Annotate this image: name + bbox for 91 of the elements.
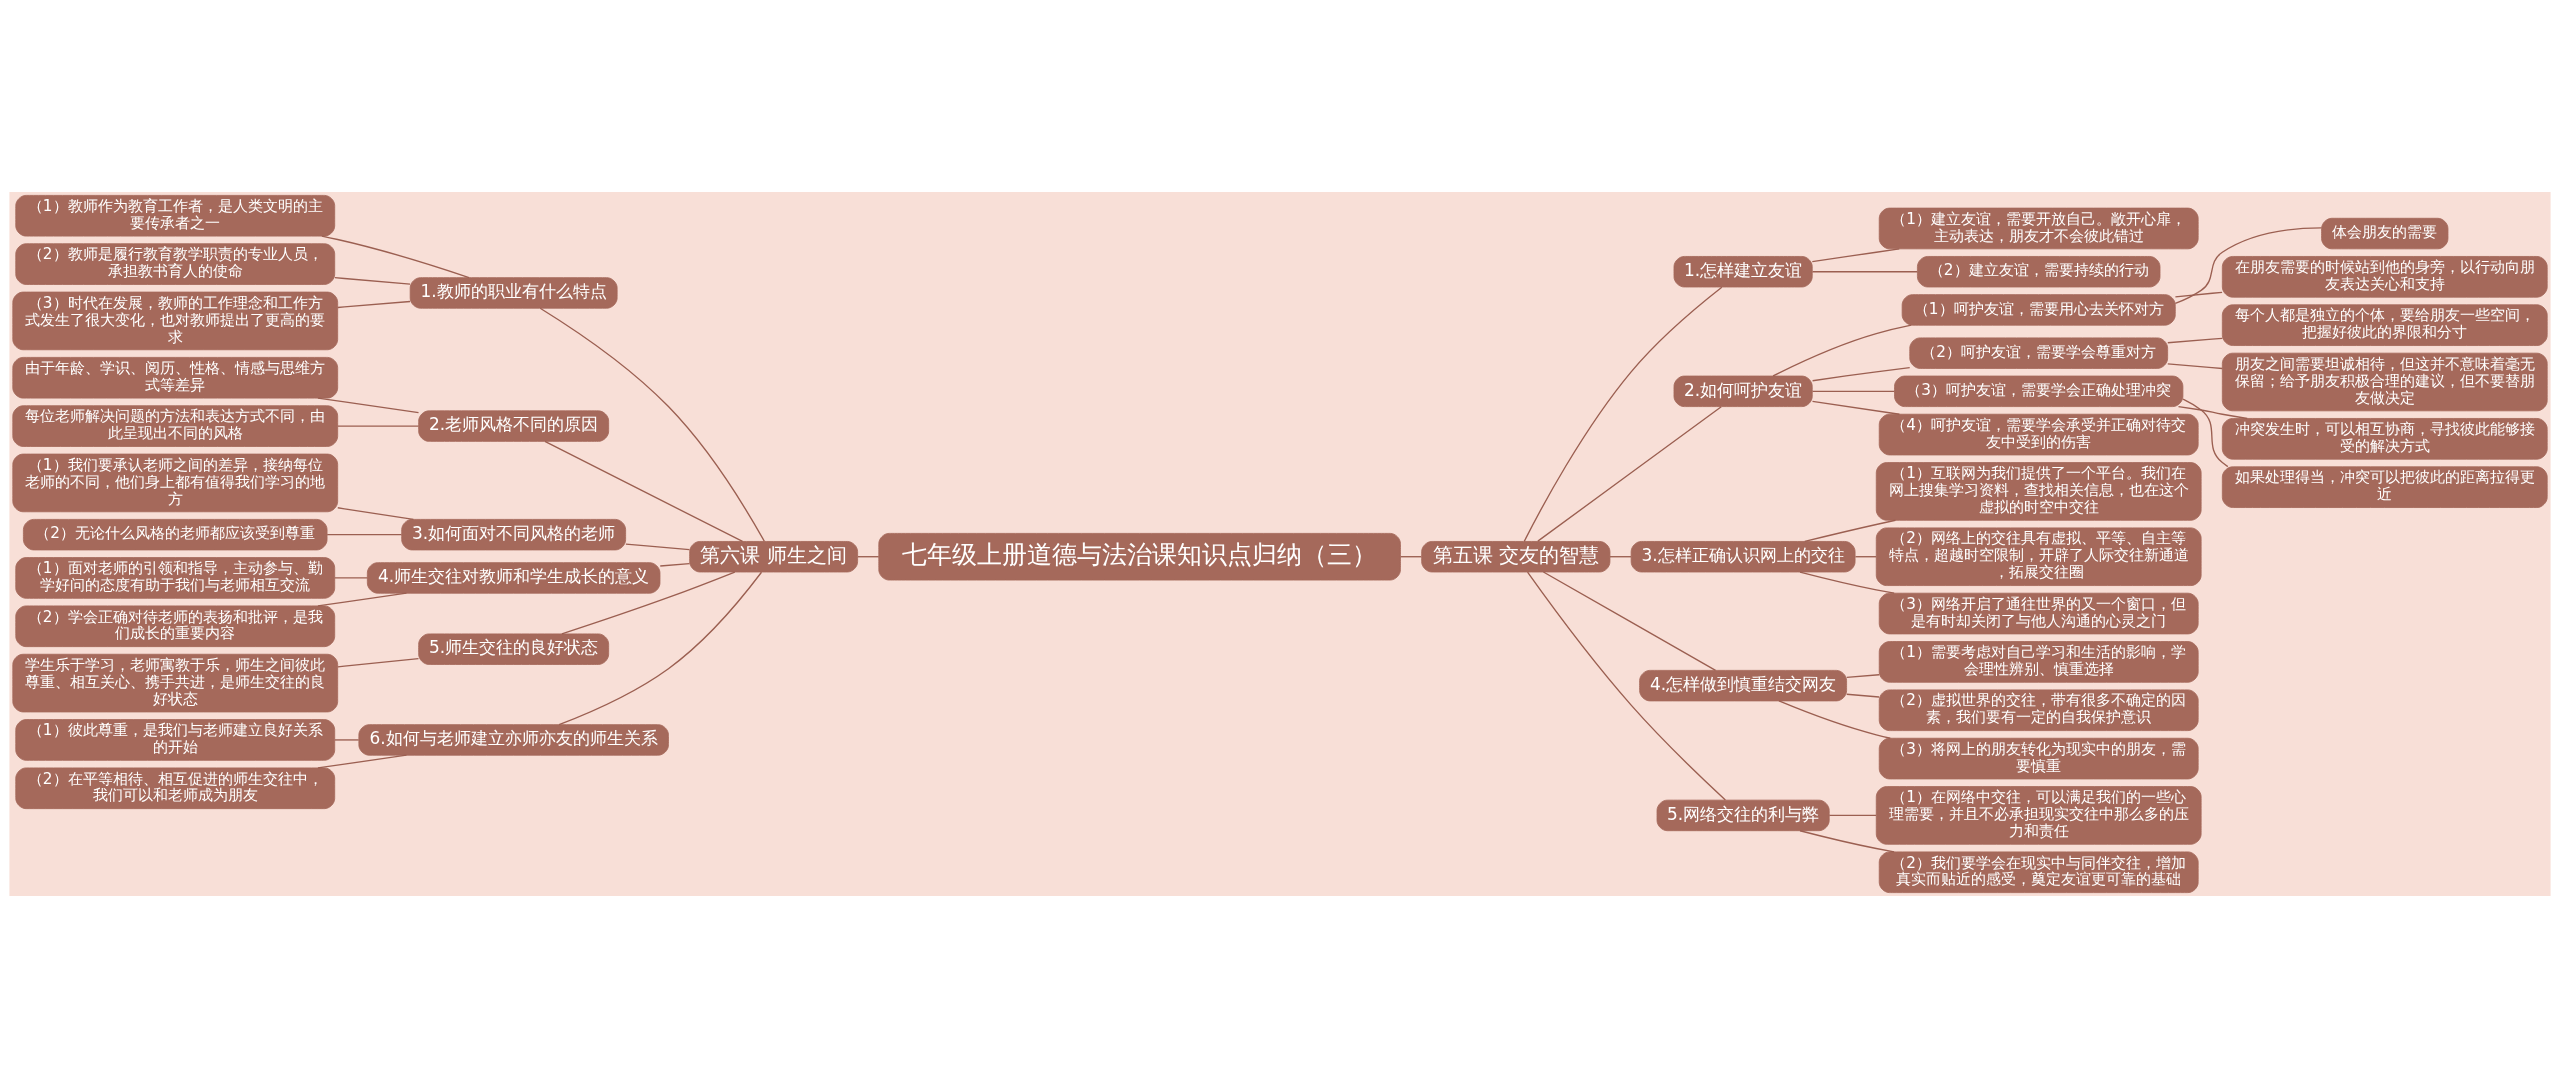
connector xyxy=(337,507,415,521)
node-box: （2）无论什么风格的老师都应该受到尊重 xyxy=(22,518,328,551)
connector xyxy=(2174,227,2323,305)
connector xyxy=(1799,830,1895,853)
node-box: （1）建立友谊，需要开放自己。敞开心扉，主动表达，朋友才不会彼此错过 xyxy=(1878,207,2199,250)
connector xyxy=(561,571,736,635)
node-box: 5.网络交往的利与弊 xyxy=(1656,799,1830,832)
connector xyxy=(317,592,408,607)
connector xyxy=(337,425,420,427)
node-box: 3.怎样正确认识网上的交往 xyxy=(1630,541,1856,573)
node-box: 5.师生交往的良好状态 xyxy=(418,633,610,665)
connector xyxy=(317,397,420,414)
node-box: 4.师生交往对教师和学生成长的意义 xyxy=(366,562,661,594)
node-box: 6.如何与老师建立亦师亦友的师生关系 xyxy=(358,724,669,756)
node-box: 由于年龄、学识、阅历、性格、情感与思维方式等差异 xyxy=(12,356,339,399)
connector xyxy=(2167,363,2223,370)
connector xyxy=(1399,556,1423,558)
node-box: （3）网络开启了通往世界的又一个窗口，但是有时却关闭了与他人沟通的心灵之门 xyxy=(1878,592,2199,635)
connector xyxy=(1772,324,1912,377)
connector xyxy=(1609,556,1632,558)
node-box: 3.如何面对不同风格的老师 xyxy=(401,518,627,551)
node-box: （3）时代在发展，教师的工作理念和工作方式发生了很大变化，也对教师提出了更高的要求 xyxy=(12,291,339,351)
connector xyxy=(544,440,744,543)
node-box: （1）在网络中交往，可以满足我们的一些心理需要，并且不必承担现实交往中那么多的压力和责任 xyxy=(1875,786,2202,845)
connector xyxy=(337,658,420,668)
connector xyxy=(317,754,408,769)
connector xyxy=(1537,406,1722,542)
node-box: 2.如何呵护友谊 xyxy=(1673,375,1813,407)
connector xyxy=(2174,291,2223,298)
node-box: （2）教师是履行教育教学职责的专业人员，承担教书育人的使命 xyxy=(15,243,336,285)
node-box: （2）建立友谊，需要持续的行动 xyxy=(1917,256,2161,288)
connector xyxy=(2182,398,2229,468)
node-box: （2）在平等相待、相互促进的师生交往中，我们可以和老师成为朋友 xyxy=(15,767,336,810)
connector xyxy=(334,577,368,579)
connector xyxy=(1811,400,1901,415)
node-box: 朋友之间需要坦诚相待，但这并不意味着毫无保留；给予朋友积极合理的建议，但不要替朋友做决定 xyxy=(2221,352,2548,412)
node-box: 第五课 交友的智慧 xyxy=(1421,541,1611,573)
connector xyxy=(558,571,763,726)
node-box: （4）呵护友谊，需要学会承受并正确对待交友中受到的伤害 xyxy=(1878,413,2199,456)
node-box: （2）虚拟世界的交往，带有很多不确定的因素，我们要有一定的自我保护意识 xyxy=(1878,689,2199,732)
connector xyxy=(1542,571,1717,672)
node-box: （2）我们要学会在现实中与同伴交往，增加真实而贴近的感受，奠定友谊更可靠的基础 xyxy=(1878,851,2199,894)
connector xyxy=(1846,674,1880,678)
node-box: （2）学会正确对待老师的表扬和批评，是我们成长的重要内容 xyxy=(15,605,336,648)
node-box: 学生乐于学习，老师寓教于乐，师生之间彼此尊重、相互关心、携手共进，是师生交往的良好状态 xyxy=(12,653,339,713)
node-box: 4.怎样做到慎重结交网友 xyxy=(1639,669,1847,702)
connector xyxy=(1811,248,1900,263)
connector xyxy=(2167,337,2223,344)
connector xyxy=(1811,366,1911,382)
node-box: 第六课 师生之间 xyxy=(689,541,859,573)
node-box: （3）呵护友谊，需要学会正确处理冲突 xyxy=(1894,375,2184,407)
connector xyxy=(1526,571,1727,801)
node-box: 每位老师解决问题的方法和表达方式不同，由此呈现出不同的风格 xyxy=(12,405,339,447)
node-box: （1）彼此尊重，是我们与老师建立良好关系的开始 xyxy=(15,719,336,761)
node-box: （1）我们要承认老师之间的差异，接纳每位老师的不同，他们身上都有值得我们学习的地方 xyxy=(12,453,339,513)
connector xyxy=(1811,390,1896,392)
node-box: 1.教师的职业有什么特点 xyxy=(409,277,618,309)
node-box: 体会朋友的需要 xyxy=(2321,217,2449,250)
node-box: 2.老师风格不同的原因 xyxy=(418,410,610,442)
node-box: （2）呵护友谊，需要学会尊重对方 xyxy=(1909,337,2169,369)
node-box: 1.怎样建立友谊 xyxy=(1673,256,1813,288)
node-box: （1）需要考虑对自己学习和生活的影响，学会理性辨别、慎重选择 xyxy=(1878,641,2199,683)
node-box: 如果处理得当，冲突可以把彼此的距离拉得更近 xyxy=(2221,466,2548,508)
node-box: 每个人都是独立的个体，要给朋友一些空间，把握好彼此的界限和分寸 xyxy=(2221,304,2548,346)
node-box: （1）面对老师的引领和指导，主动参与、勤学好问的态度有助于我们与老师相互交流 xyxy=(15,557,336,599)
node-box: （3）将网上的朋友转化为现实中的朋友，需要慎重 xyxy=(1878,737,2199,780)
node-box: （2）网络上的交往具有虚拟、平等、自主等特点，超越时空限制，开辟了人际交往新通道，拓展交往圈 xyxy=(1875,527,2202,586)
connector xyxy=(1828,814,1877,817)
connector xyxy=(1804,519,1897,543)
node-box: （1）教师作为教育工作者，是人类文明的主要传承者之一 xyxy=(15,194,336,237)
node-box: （1）呵护友谊，需要用心去关怀对方 xyxy=(1901,294,2176,326)
connector xyxy=(1846,693,1880,698)
node-box: 七年级上册道德与法治课知识点归纳（三） xyxy=(878,532,1401,581)
connector xyxy=(1778,700,1891,739)
connector xyxy=(2177,405,2248,420)
connector xyxy=(625,543,691,551)
connector xyxy=(1799,571,1895,594)
connector xyxy=(337,300,411,309)
connector xyxy=(334,277,411,285)
connector xyxy=(659,562,691,567)
node-box: 冲突发生时，可以相互协商，寻找彼此能够接受的解决方式 xyxy=(2221,418,2548,460)
connector xyxy=(334,739,360,741)
connector xyxy=(326,534,403,536)
node-box: （1）互联网为我们提供了一个平台。我们在网上搜集学习资料，查找相关信息，也在这个虚拟的时空中交往 xyxy=(1875,462,2202,521)
connector xyxy=(321,235,470,279)
connector xyxy=(1854,556,1877,558)
connector xyxy=(539,307,765,542)
connector xyxy=(1523,286,1723,543)
connector xyxy=(1811,271,1918,273)
connector xyxy=(857,556,880,558)
node-box: 在朋友需要的时候站到他的身旁，以行动向朋友表达关心和支持 xyxy=(2221,256,2548,298)
